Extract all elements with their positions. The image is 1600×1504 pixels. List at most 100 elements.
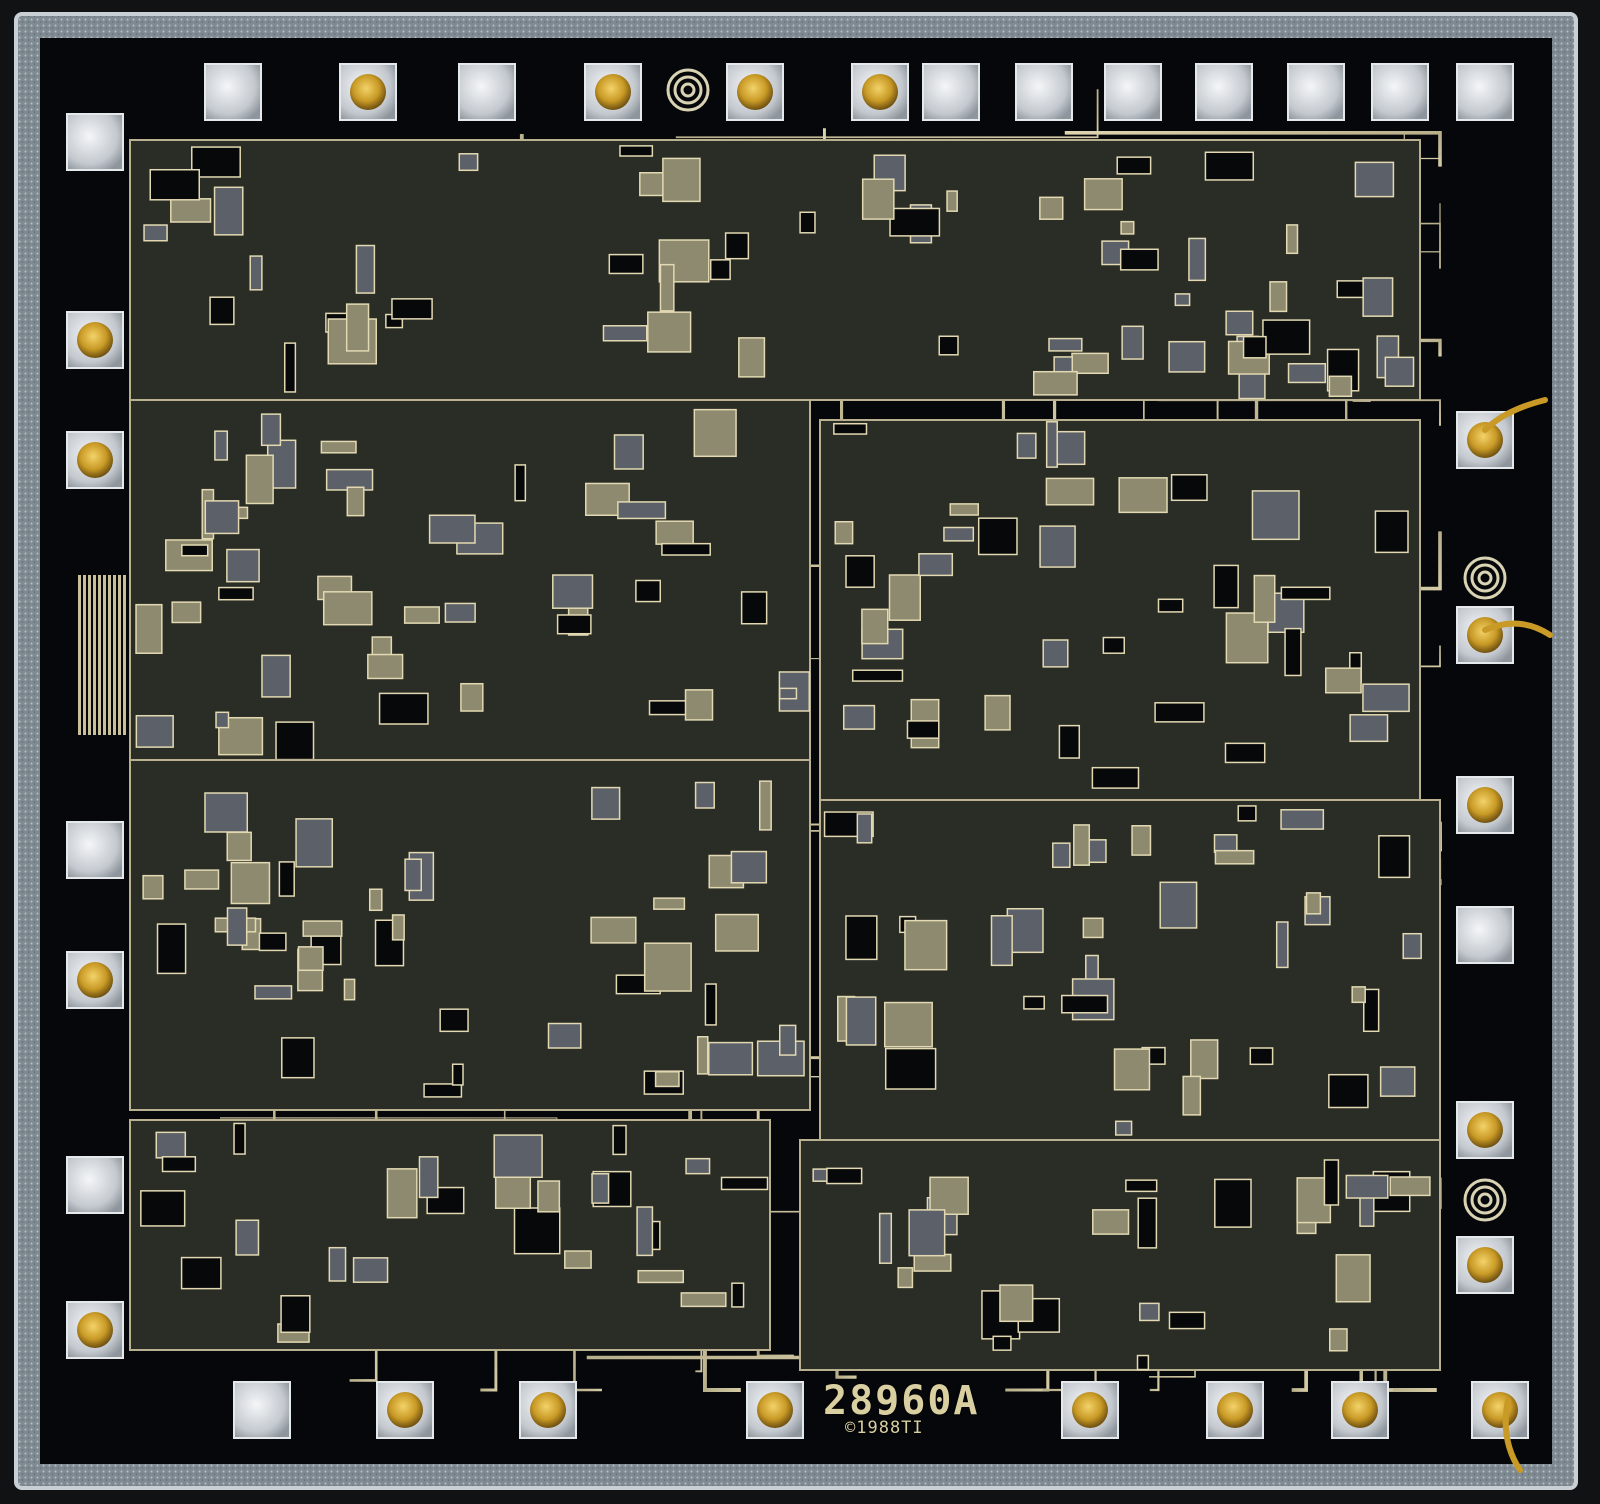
- standard-cell: [984, 694, 1011, 731]
- standard-cell: [1154, 702, 1205, 723]
- standard-cell: [1032, 370, 1078, 396]
- standard-cell: [1120, 220, 1135, 235]
- gold-ball-bond-icon: [1471, 1381, 1529, 1439]
- alignment-target-icon: [1463, 556, 1507, 600]
- standard-cell: [368, 888, 383, 912]
- standard-cell: [1023, 995, 1045, 1010]
- standard-cell: [1168, 1311, 1206, 1330]
- standard-cell: [1092, 1209, 1130, 1235]
- standard-cell: [946, 190, 958, 212]
- standard-cell: [913, 1253, 952, 1272]
- standard-cell: [888, 574, 921, 621]
- logic-blocks: [129, 139, 1441, 1371]
- standard-cell: [386, 1168, 418, 1219]
- standard-cell: [884, 1047, 937, 1090]
- standard-cell: [235, 1219, 260, 1256]
- standard-cell: [889, 207, 941, 237]
- standard-cell: [514, 464, 527, 502]
- standard-cell: [612, 1124, 627, 1156]
- standard-cell: [883, 1001, 933, 1048]
- standard-cell: [992, 1335, 1012, 1351]
- standard-cell: [647, 311, 692, 353]
- standard-cell: [547, 1022, 582, 1049]
- bond-pad-icon: [1287, 63, 1345, 121]
- metal-trace: [349, 981, 378, 1382]
- bond-pad-icon: [1456, 63, 1514, 121]
- standard-cell: [1071, 352, 1109, 375]
- standard-cell: [990, 915, 1013, 967]
- standard-cell: [171, 601, 202, 624]
- alignment-target-icon: [666, 68, 710, 112]
- standard-cell: [1280, 586, 1331, 601]
- standard-cell: [906, 720, 940, 739]
- standard-cell: [451, 1063, 464, 1086]
- standard-cell: [1058, 724, 1081, 759]
- standard-cell: [428, 514, 476, 544]
- standard-cell: [556, 614, 592, 635]
- gold-ball-bond-icon: [726, 63, 784, 121]
- standard-cell: [1305, 892, 1322, 915]
- gold-ball-bond-icon: [1456, 606, 1514, 664]
- standard-cell: [938, 335, 959, 356]
- standard-cell: [156, 923, 187, 975]
- standard-cell: [1402, 932, 1422, 960]
- standard-cell: [1006, 907, 1044, 954]
- standard-cell: [1354, 161, 1395, 198]
- gold-ball-bond-icon: [66, 311, 124, 369]
- standard-cell: [977, 517, 1018, 556]
- standard-cell: [1136, 1354, 1150, 1371]
- alignment-target-icon: [1463, 1178, 1507, 1222]
- standard-cell: [1253, 574, 1276, 623]
- standard-cell: [731, 1282, 745, 1308]
- standard-cell: [213, 186, 244, 236]
- standard-cell: [143, 224, 168, 242]
- standard-cell: [856, 813, 873, 844]
- standard-cell: [655, 520, 694, 545]
- standard-cell: [617, 501, 667, 520]
- capacitor-stripe: [88, 575, 91, 735]
- standard-cell: [218, 586, 254, 601]
- standard-cell: [135, 714, 174, 748]
- standard-cell: [740, 591, 768, 625]
- standard-cell: [352, 1257, 389, 1283]
- standard-cell: [636, 1206, 654, 1257]
- standard-cell: [1174, 293, 1191, 307]
- standard-cell: [1284, 627, 1302, 677]
- gold-ball-bond-icon: [1206, 1381, 1264, 1439]
- standard-cell: [458, 153, 479, 172]
- standard-cell: [635, 579, 662, 603]
- standard-cell: [1113, 1048, 1151, 1091]
- standard-cell: [680, 1292, 727, 1308]
- bond-wires: [1482, 397, 1553, 1473]
- standard-cell: [738, 337, 766, 378]
- standard-cell: [643, 942, 692, 992]
- standard-cell: [693, 408, 737, 458]
- standard-cell: [215, 711, 230, 729]
- standard-cell: [1182, 1075, 1202, 1116]
- standard-cell: [1139, 1302, 1160, 1322]
- standard-cell: [897, 1267, 914, 1289]
- standard-cell: [1328, 1073, 1369, 1109]
- standard-cell: [1275, 921, 1289, 969]
- standard-cell: [1335, 1254, 1371, 1303]
- standard-cell: [929, 1176, 969, 1215]
- gold-ball-bond-icon: [1456, 776, 1514, 834]
- standard-cell: [214, 430, 229, 461]
- standard-cell: [184, 869, 220, 890]
- standard-cell: [704, 983, 717, 1026]
- standard-cell: [1213, 564, 1239, 609]
- standard-cell: [1362, 277, 1394, 317]
- standard-cell: [1362, 683, 1410, 713]
- standard-cell: [1045, 477, 1095, 506]
- standard-cell: [1328, 375, 1353, 398]
- standard-cell: [661, 542, 711, 556]
- standard-cell: [403, 606, 440, 624]
- standard-cell: [918, 553, 954, 577]
- gold-ball-bond-icon: [1331, 1381, 1389, 1439]
- gold-ball-bond-icon: [519, 1381, 577, 1439]
- standard-cell: [778, 687, 798, 700]
- standard-cell: [826, 1167, 863, 1185]
- bond-pad-icon: [1104, 63, 1162, 121]
- standard-cell: [1285, 224, 1299, 255]
